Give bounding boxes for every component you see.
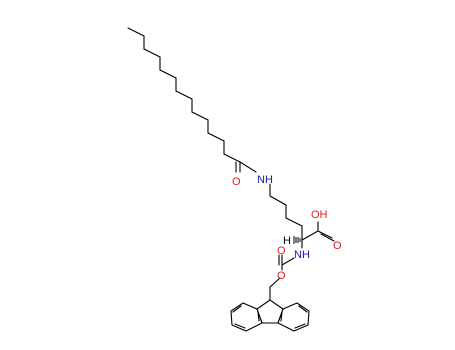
alpha-hydrogen-hashed-bond — [293, 236, 301, 244]
amide-c-n-bond — [239, 161, 257, 173]
acid-carbonyl-oxygen-label: O — [333, 240, 342, 252]
carbamate-ester-oxygen-label: O — [277, 270, 286, 282]
amide-oxygen-label: O — [232, 176, 241, 188]
acid-hydroxyl-label: OH — [311, 209, 328, 221]
atom-labels: O NH OH O H NH O O — [232, 174, 342, 282]
carbamate-carbonyl-oxygen-label: O — [277, 245, 286, 257]
fluorenyl-group — [230, 299, 310, 332]
amide-carbonyl-bond — [235, 161, 241, 173]
palmitoyl-chain — [127, 27, 241, 163]
carboxylic-acid-bonds — [301, 221, 335, 242]
lysine-side-chain — [269, 183, 303, 241]
alpha-hydrogen-label: H — [283, 235, 291, 247]
carbamate-nitrogen-label: NH — [294, 249, 310, 261]
carbamate-bonds — [269, 254, 295, 301]
amide-nitrogen-label: NH — [257, 174, 273, 186]
